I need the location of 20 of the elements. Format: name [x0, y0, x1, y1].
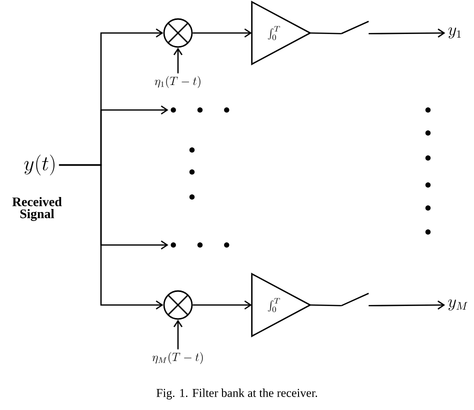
arrow — [368, 300, 446, 310]
multiplier — [163, 18, 193, 48]
signal-caption: Received Signal — [12, 197, 62, 221]
multiplier — [163, 290, 193, 320]
reference-label: $\eta_M(T-t)$ — [152, 352, 203, 364]
arrow — [192, 300, 252, 310]
arrow — [192, 28, 252, 38]
caption: Fig. 1. Filter bank at the receiver. — [156, 388, 318, 400]
switch — [341, 292, 369, 306]
output-label: $y_M$ — [448, 299, 468, 311]
arrow — [173, 48, 183, 74]
horizontal-dots — [170, 107, 230, 113]
switch — [341, 20, 369, 34]
arrow — [173, 320, 183, 350]
output-label: $y_1$ — [448, 27, 461, 39]
arrow — [368, 28, 446, 38]
horizontal-dots — [170, 242, 230, 248]
reference-label: $\eta_1(T-t)$ — [154, 76, 200, 88]
input-signal-label: $y(t)$ — [24, 154, 54, 176]
arrow — [58, 164, 164, 310]
